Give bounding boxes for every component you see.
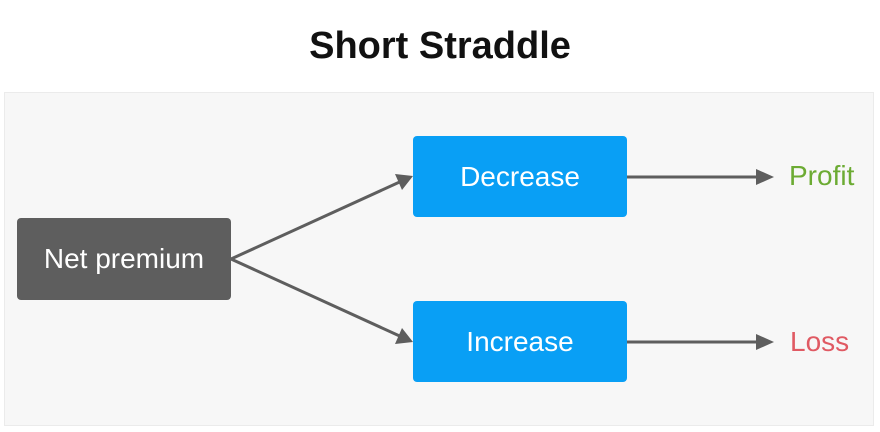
decrease-node: Decrease — [413, 136, 627, 217]
net-premium-node: Net premium — [17, 218, 231, 300]
diagram-title: Short Straddle — [309, 25, 571, 67]
arrow-source-to-increase — [230, 257, 405, 340]
net-premium-label: Net premium — [43, 243, 205, 274]
arrowhead-loss — [756, 334, 774, 350]
loss-outcome: Loss — [790, 326, 850, 357]
arrowhead-decrease — [395, 174, 413, 190]
profit-outcome: Profit — [789, 160, 855, 191]
decrease-label: Decrease — [460, 160, 580, 192]
arrowhead-profit — [756, 169, 774, 185]
increase-node: Increase — [413, 301, 627, 382]
increase-label: Increase — [466, 325, 574, 357]
arrow-source-to-decrease — [230, 178, 405, 261]
arrowhead-increase — [395, 328, 413, 344]
